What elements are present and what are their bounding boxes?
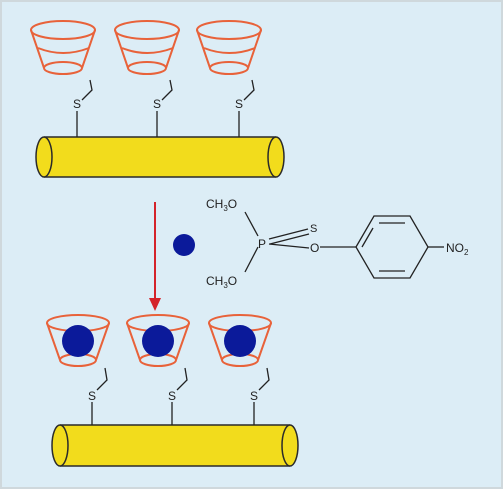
- cyclodextrin-cup-3: [196, 20, 262, 75]
- nitro-label: NO2: [446, 241, 469, 257]
- linker-chain: [161, 79, 173, 101]
- arrow-head: [149, 298, 161, 311]
- sulfur-label: S: [153, 97, 161, 111]
- phosphorus-label: P: [258, 237, 266, 251]
- sulfur-label: S: [88, 389, 96, 403]
- cyclodextrin-cup-1: [30, 20, 96, 75]
- bond-p-s-1: [268, 228, 309, 240]
- bond-p-o-top: [244, 211, 259, 237]
- sulfur-label: S: [73, 97, 81, 111]
- thiol-linker-5: S: [168, 367, 188, 425]
- cyclodextrin-cup-filled-1: [46, 314, 110, 367]
- cup-ribs: [203, 47, 256, 54]
- guest-molecule: [173, 234, 195, 256]
- bond-p-o-bottom: [244, 246, 259, 273]
- cup-walls: [208, 322, 272, 361]
- cup-walls: [126, 322, 190, 361]
- benzene-double-3: [361, 227, 374, 248]
- rod-cap-right: [267, 136, 285, 178]
- top-rod: [35, 136, 285, 178]
- rod-body: [44, 137, 276, 177]
- guest-molecule: [62, 325, 94, 357]
- thiol-linker-2: S: [153, 79, 173, 137]
- thio-sulfur-label: S: [310, 223, 317, 235]
- sulfur-label: S: [235, 97, 243, 111]
- thiol-linker-6: S: [250, 367, 270, 425]
- linker-chain: [96, 367, 108, 391]
- sulfur-label: S: [250, 389, 258, 403]
- organophosphate-structure: CH3O CH3O P S O NO2: [206, 197, 469, 290]
- top-assembly: S S: [30, 20, 285, 178]
- methoxy-top: CH3O: [206, 197, 237, 213]
- bond-p-s-2: [269, 233, 310, 245]
- bottom-rod: [51, 424, 299, 467]
- rod-cap-left: [35, 136, 53, 178]
- cup-ribs: [37, 47, 90, 54]
- linker-chain: [176, 367, 188, 391]
- bottom-assembly: S S S: [46, 314, 299, 467]
- rod-cap-right: [281, 424, 299, 467]
- cup-base: [43, 61, 83, 75]
- sulfur-label: S: [168, 389, 176, 403]
- linker-chain: [258, 367, 270, 391]
- cup-base: [127, 61, 167, 75]
- thiol-linker-3: S: [235, 79, 255, 137]
- cup-walls: [46, 322, 110, 361]
- rod-cap-left: [51, 424, 69, 467]
- rod-body: [60, 425, 290, 466]
- linker-chain: [81, 79, 93, 101]
- cup-ribs: [121, 47, 174, 54]
- thiol-linker-1: S: [73, 79, 93, 137]
- linker-chain: [243, 79, 255, 101]
- cyclodextrin-cup-filled-2: [126, 314, 190, 367]
- cup-base: [209, 61, 249, 75]
- guest-molecule: [142, 325, 174, 357]
- cyclodextrin-cup-2: [114, 20, 180, 75]
- methoxy-bottom: CH3O: [206, 274, 237, 290]
- reaction-arrow: [149, 202, 161, 311]
- bond-p-o-ester: [268, 243, 310, 249]
- ester-oxygen-label: O: [310, 241, 319, 255]
- thiol-linker-4: S: [88, 367, 108, 425]
- guest-molecule: [224, 325, 256, 357]
- cyclodextrin-cup-filled-3: [208, 314, 272, 367]
